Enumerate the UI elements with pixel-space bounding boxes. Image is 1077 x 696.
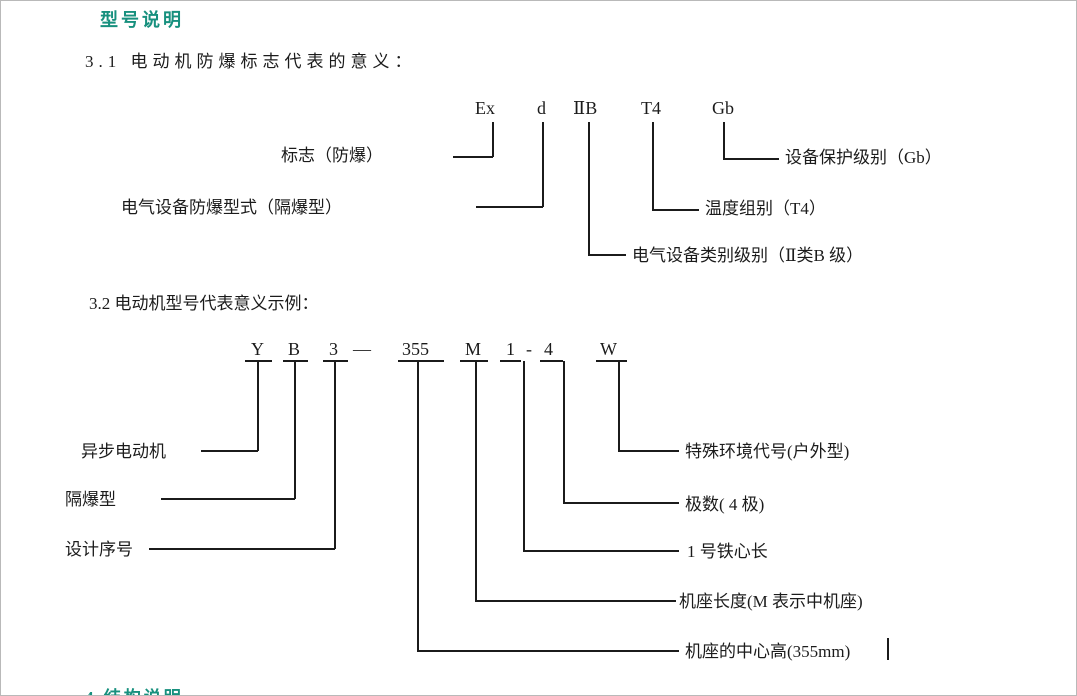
connector-line-w bbox=[618, 361, 620, 451]
connector-line-4 bbox=[563, 361, 565, 503]
code-part-t4: T4 bbox=[641, 98, 661, 118]
text-cursor bbox=[887, 638, 889, 660]
connector-line-poles bbox=[563, 502, 679, 504]
label-temperature: 温度组别（T4） bbox=[705, 199, 826, 218]
label-mark: 标志（防爆） bbox=[281, 146, 383, 165]
connector-line-m bbox=[475, 361, 477, 601]
section-3-2-heading: 3.2 电动机型号代表意义示例： bbox=[89, 294, 319, 313]
code-underline-355 bbox=[398, 360, 444, 362]
section-3-1-heading: 3.1 电动机防爆标志代表的意义： bbox=[85, 52, 417, 71]
connector-line-355 bbox=[417, 361, 419, 651]
code-underline-y bbox=[245, 360, 272, 362]
label-protection: 设备保护级别（Gb） bbox=[785, 148, 942, 167]
code-part-w: W bbox=[600, 339, 617, 359]
code-underline-1 bbox=[500, 360, 521, 362]
code-part-355: 355 bbox=[402, 339, 429, 359]
code-part-m: M bbox=[465, 339, 482, 359]
code-underline-w bbox=[596, 360, 627, 362]
label-async-motor: 异步电动机 bbox=[81, 442, 166, 461]
code-part-3: 3 bbox=[329, 339, 338, 359]
connector-line-1 bbox=[523, 361, 525, 551]
connector-line-b bbox=[294, 361, 296, 499]
label-center-height: 机座的中心高(355mm) bbox=[685, 642, 851, 661]
connector-line-gb bbox=[723, 158, 779, 160]
connector-line-async bbox=[201, 450, 258, 452]
label-special-env: 特殊环境代号(户外型) bbox=[685, 442, 850, 461]
label-frame-length: 机座长度(M 表示中机座) bbox=[679, 592, 863, 611]
connector-line-frame-length bbox=[475, 600, 676, 602]
label-category: 电气设备类别级别（Ⅱ类B 级） bbox=[632, 246, 864, 265]
label-core-length: 1 号铁心长 bbox=[687, 542, 768, 561]
page-title: 型号说明 bbox=[100, 10, 184, 30]
connector-line-ex bbox=[492, 122, 494, 157]
code-underline-b bbox=[283, 360, 308, 362]
connector-line-t4 bbox=[652, 122, 654, 210]
connector-line-3 bbox=[334, 361, 336, 549]
connector-line-d bbox=[542, 122, 544, 207]
code-underline-3 bbox=[323, 360, 348, 362]
code-part-4: 4 bbox=[544, 339, 553, 359]
connector-line-special bbox=[618, 450, 679, 452]
section-4-heading-partial: 4 结构说明 bbox=[85, 687, 184, 695]
connector-line-iib bbox=[588, 254, 626, 256]
code-part-dash: — bbox=[353, 339, 371, 359]
code-part-1: 1 bbox=[506, 339, 515, 359]
label-flameproof: 隔爆型 bbox=[65, 490, 116, 509]
connector-line-t4 bbox=[652, 209, 699, 211]
connector-line-iib bbox=[588, 122, 590, 255]
label-design-no: 设计序号 bbox=[65, 540, 133, 559]
connector-line-flameproof bbox=[161, 498, 295, 500]
code-part-ex: Ex bbox=[475, 98, 495, 118]
code-underline-m bbox=[460, 360, 488, 362]
code-part-b: B bbox=[288, 339, 301, 359]
connector-line-d bbox=[476, 206, 543, 208]
code-part-d: d bbox=[537, 98, 546, 118]
connector-line-core bbox=[523, 550, 679, 552]
connector-line-ex bbox=[453, 156, 493, 158]
code-part-y: Y bbox=[251, 339, 264, 359]
code-part-gb: Gb bbox=[712, 98, 734, 118]
code-underline-4 bbox=[540, 360, 563, 362]
label-poles: 极数( 4 极) bbox=[685, 495, 765, 514]
connector-line-center-height bbox=[417, 650, 679, 652]
connector-line-design bbox=[149, 548, 335, 550]
connector-line-gb bbox=[723, 122, 725, 159]
code-part-iib: ⅡB bbox=[573, 98, 598, 118]
label-type: 电气设备防爆型式（隔爆型） bbox=[121, 198, 342, 217]
code-part-hyphen: - bbox=[526, 339, 532, 359]
connector-line-y bbox=[257, 361, 259, 451]
